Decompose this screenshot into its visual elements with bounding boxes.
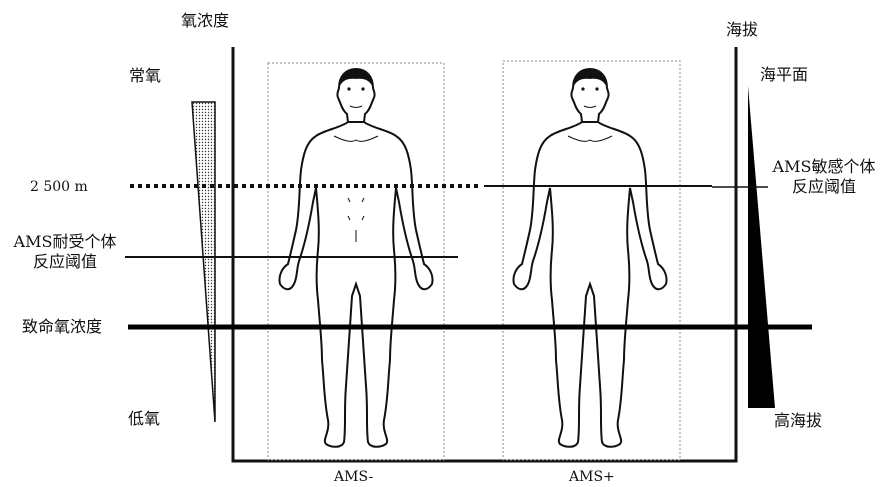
altitude-2500-label: 2 500 m — [30, 177, 88, 197]
normal-oxygen-label: 常氧 — [129, 66, 161, 86]
enclosure-frame — [233, 47, 736, 461]
high-altitude-label: 高海拔 — [774, 411, 822, 431]
altitude-gradient-wedge — [748, 86, 775, 408]
ams-sensitive-label-line2: 反应阈值 — [764, 177, 884, 197]
figure-ams-positive — [513, 69, 666, 447]
ams-sensitive-label-line1: AMS敏感个体 — [764, 157, 884, 177]
group-ams-negative-label: AMS- — [334, 467, 373, 487]
ams-sensitive-label: AMS敏感个体 反应阈值 — [764, 157, 884, 197]
low-oxygen-label: 低氧 — [128, 409, 160, 429]
oxygen-gradient-wedge — [192, 102, 215, 422]
ams-tolerant-label-line2: 反应阈值 — [10, 252, 120, 272]
ams-tolerant-label: AMS耐受个体 反应阈值 — [10, 232, 120, 272]
lethal-oxygen-label: 致命氧浓度 — [22, 317, 102, 337]
ams-tolerant-label-line1: AMS耐受个体 — [10, 232, 120, 252]
altitude-axis-label: 海拔 — [726, 20, 758, 40]
oxygen-axis-label: 氧浓度 — [181, 11, 229, 31]
group-ams-positive-label: AMS+ — [569, 467, 615, 487]
sea-level-label: 海平面 — [760, 65, 808, 85]
